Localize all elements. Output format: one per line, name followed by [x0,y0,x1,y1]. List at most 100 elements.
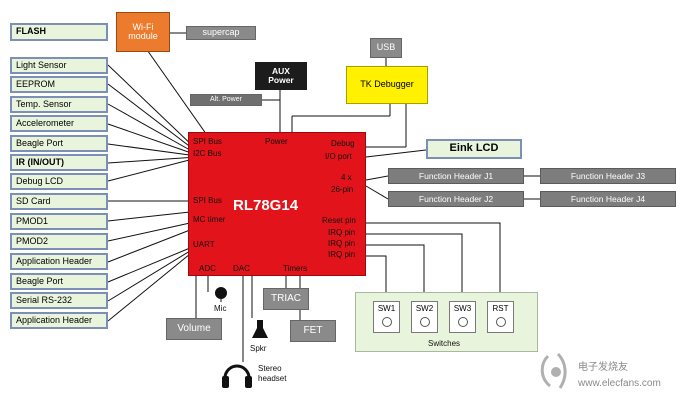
sw2-label: SW2 [415,304,434,313]
aux-power-box: AUX Power [255,62,307,90]
light-sensor-box: Light Sensor [10,57,108,74]
serial-rs232-box: Serial RS-232 [10,292,108,309]
speaker-icon [252,320,268,338]
light-sensor-label: Light Sensor [16,59,67,70]
eink-lcd-label: Eink LCD [449,142,499,155]
spi-bus-mid-pin: SPI Bus [193,196,222,205]
serial-rs232-label: Serial RS-232 [16,294,73,305]
headphones-icon [222,364,252,388]
debug-lcd-box: Debug LCD [10,173,108,190]
eeprom-label: EEPROM [16,78,56,89]
usb-label: USB [376,42,396,53]
function-header-j4: Function Header J4 [540,191,676,207]
rst-button-icon [495,317,506,327]
timers-pin: Timers [283,264,308,273]
ir-box: IR (IN/OUT) [10,154,108,171]
aux-power-label: AUX Power [268,66,294,85]
volume-label: Volume [177,322,211,334]
tk-debugger-label: TK Debugger [360,79,414,90]
sw3-label: SW3 [453,304,472,313]
rl78g14-mcu: SPI Bus I2C Bus Power Debug I/O port 4 x… [188,132,366,276]
temp-sensor-box: Temp. Sensor [10,96,108,113]
sd-card-label: SD Card [16,195,51,206]
ir-label: IR (IN/OUT) [16,156,64,167]
flash-label: FLASH [16,26,46,37]
spi-bus-pin: SPI Bus [193,137,222,146]
alt-power-label: Alt. Power [210,96,242,104]
elecfans-logo-icon [540,352,567,389]
sw3-button-icon [457,317,468,327]
switches-panel: SW1 SW2 SW3 RST Switches [355,292,538,352]
i2c-bus-pin: I2C Bus [193,149,222,158]
four-x-label: 4 x [341,173,352,182]
temp-sensor-label: Temp. Sensor [16,98,72,109]
irq-pin-1: IRQ pin [328,228,356,237]
sd-card-box: SD Card [10,193,108,210]
accelerometer-label: Accelerometer [16,117,75,128]
beagle-port-2-label: Beagle Port [16,275,64,286]
mcu-title: RL78G14 [233,197,299,214]
eink-lcd-box: Eink LCD [426,139,522,159]
rst-switch[interactable]: RST [487,301,514,333]
function-header-j3: Function Header J3 [540,168,676,184]
debug-pin: Debug [331,139,355,148]
triac-box: TRIAC [263,288,309,310]
stereo-headset-label: Stereo headset [258,364,287,383]
function-header-j1: Function Header J1 [388,168,524,184]
function-header-j2: Function Header J2 [388,191,524,207]
volume-box[interactable]: Volume [166,318,222,340]
tk-debugger-box: TK Debugger [346,66,428,104]
flash-box: FLASH [10,23,108,41]
application-header-2-label: Application Header [16,314,93,325]
sw2-button-icon [419,317,430,327]
io-port-pin: I/O port [325,152,352,161]
spkr-label: Spkr [250,344,267,353]
function-header-j3-label: Function Header J3 [570,170,646,181]
fet-label: FET [303,324,323,336]
application-header-label: Application Header [16,255,93,266]
power-pin: Power [265,137,288,146]
beagle-port-label: Beagle Port [16,137,64,148]
accelerometer-box: Accelerometer [10,115,108,132]
function-header-j1-label: Function Header J1 [418,170,494,181]
sw3-switch[interactable]: SW3 [449,301,476,333]
beagle-port-box: Beagle Port [10,135,108,152]
sw1-label: SW1 [377,304,396,313]
mc-timer-pin: MC timer [193,215,226,224]
microphone-icon [215,287,227,302]
fet-box: FET [290,320,336,342]
wifi-module-label: Wi-Fi module [128,21,158,41]
mic-label: Mic [214,304,227,313]
sw1-switch[interactable]: SW1 [373,301,400,333]
irq-pin-2: IRQ pin [328,239,356,248]
switches-caption: Switches [428,339,461,348]
rst-label: RST [492,304,509,313]
function-header-j4-label: Function Header J4 [570,193,646,204]
wifi-module-box: Wi-Fi module [116,12,170,52]
supercap-box: supercap [186,26,256,40]
function-header-j2-label: Function Header J2 [418,193,494,204]
pmod2-label: PMOD2 [16,235,49,246]
adc-pin: ADC [199,264,216,273]
watermark-text: 电子发烧友 www.elecfans.com [578,362,661,389]
uart-pin: UART [193,240,215,249]
reset-pin: Reset pin [322,216,356,225]
irq-pin-3: IRQ pin [328,250,356,259]
pmod1-box: PMOD1 [10,213,108,230]
eeprom-box: EEPROM [10,76,108,93]
sw1-button-icon [381,317,392,327]
application-header-2-box: Application Header [10,312,108,329]
pmod1-label: PMOD1 [16,215,49,226]
dac-pin: DAC [233,264,250,273]
debug-lcd-label: Debug LCD [16,175,64,186]
supercap-label: supercap [202,27,240,38]
usb-box: USB [370,38,402,58]
alt-power-box: Alt. Power [190,94,262,106]
application-header-box: Application Header [10,253,108,270]
triac-label: TRIAC [271,292,301,304]
pmod2-box: PMOD2 [10,233,108,250]
sw2-switch[interactable]: SW2 [411,301,438,333]
26-pin-label: 26-pin [331,185,354,194]
